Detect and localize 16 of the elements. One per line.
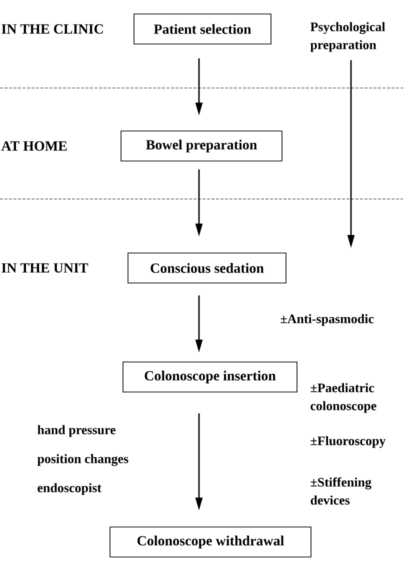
phase-label: AT HOME xyxy=(1,141,67,151)
phase-label: IN THE CLINIC xyxy=(2,24,103,34)
note-text: Psychological preparation xyxy=(310,22,386,52)
option-note: ±Paediatric colonoscope xyxy=(310,383,376,413)
process-box: Colonoscope insertion xyxy=(122,362,298,392)
option-note: ±Stiffening devices xyxy=(310,477,372,505)
technique-note: endoscopist xyxy=(38,483,102,495)
process-box: Bowel preparation xyxy=(120,130,282,162)
phase-label: IN THE UNIT xyxy=(2,263,88,273)
technique-note: hand pressure xyxy=(38,425,116,437)
option-note: ±Fluoroscopy xyxy=(310,436,386,448)
process-box: Colonoscope withdrawal xyxy=(110,526,312,558)
process-box: Conscious sedation xyxy=(128,252,286,284)
technique-note: position changes xyxy=(37,454,128,466)
process-box: Patient selection xyxy=(134,14,272,44)
option-note: ±Anti-spasmodic xyxy=(280,314,374,326)
